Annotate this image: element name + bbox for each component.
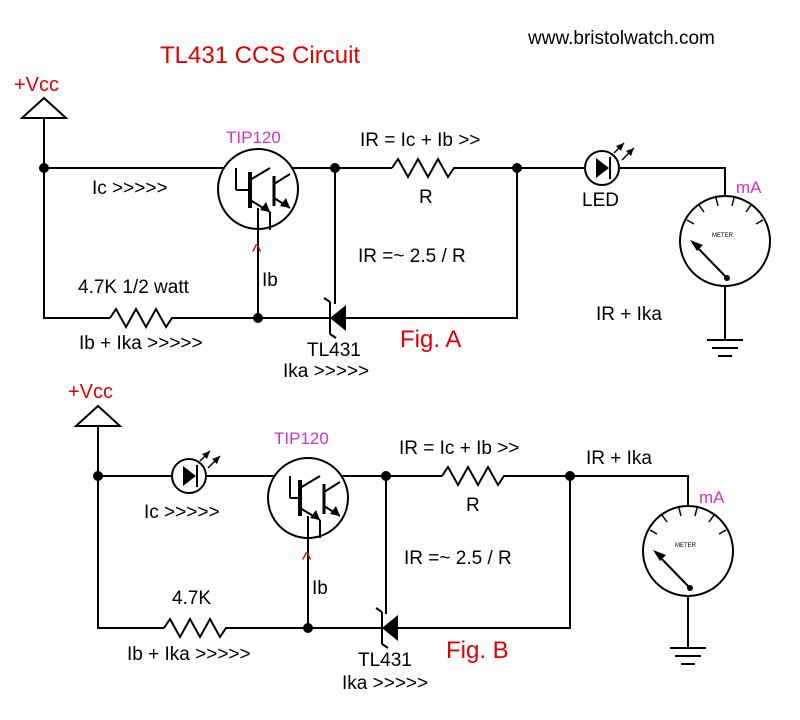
fig-a-sense-resistor: [391, 156, 460, 180]
fig-a-current-approx: IR =~ 2.5 / R: [358, 246, 466, 267]
fig-b-meter-face-label: METER: [675, 543, 697, 549]
fig-a-meter-face-label: METER: [712, 233, 734, 239]
fig-a-junction: [39, 163, 49, 173]
fig-b-vcc-symbol: [73, 404, 123, 427]
fig-b-ir-ika-label: IR + Ika: [586, 448, 652, 469]
fig-b-meter-unit: mA: [699, 488, 725, 507]
fig-b-circuit: +Vcc: [68, 381, 734, 694]
fig-b-milliammeter: [642, 505, 734, 597]
fig-a-base-resistor: [109, 306, 176, 330]
fig-a-base-resistor-label: 4.7K 1/2 watt: [78, 277, 190, 298]
fig-a-circuit: +Vcc: [14, 74, 771, 382]
fig-b-current-equation: IR = Ic + Ib >>: [399, 438, 519, 459]
fig-b-base-current: Ib: [312, 578, 328, 599]
fig-a-milliammeter: [679, 195, 771, 287]
fig-b-sense-resistor: [441, 464, 508, 488]
fig-b-ground-symbol: [670, 647, 706, 665]
fig-b-junction: [565, 471, 575, 481]
fig-a-tip120-transistor: [217, 148, 299, 230]
fig-b-base-current-arrow: ^: [302, 549, 312, 571]
diagram-title: TL431 CCS Circuit: [160, 42, 360, 69]
fig-a-base-current-arrow: ^: [252, 241, 262, 263]
fig-a-vcc-symbol: [19, 96, 69, 119]
fig-a-ground-symbol: [707, 339, 743, 357]
fig-b-tip120-transistor: [267, 457, 349, 539]
fig-a-ir-ika-label: IR + Ika: [596, 304, 662, 325]
fig-b-vcc-label: +Vcc: [68, 381, 113, 403]
fig-b-current-approx: IR =~ 2.5 / R: [404, 548, 512, 569]
fig-b-led: [171, 450, 221, 494]
fig-b-resistor-label: R: [466, 495, 480, 516]
fig-a-junction: [253, 313, 263, 323]
fig-a-resistor-label: R: [419, 187, 433, 208]
fig-a-current-equation: IR = Ic + Ib >>: [360, 130, 480, 151]
fig-a-figure-label: Fig. A: [400, 326, 461, 353]
website-url: www.bristolwatch.com: [527, 28, 715, 49]
fig-b-transistor-label: TIP120: [274, 429, 329, 448]
fig-b-tl431-label: TL431: [358, 650, 412, 671]
fig-a-ika-label: Ika >>>>>: [283, 361, 369, 382]
fig-b-collector-current: Ic >>>>>: [144, 502, 220, 523]
fig-a-tl431-regulator: [323, 297, 346, 339]
fig-a-transistor-label: TIP120: [226, 128, 281, 147]
fig-a-junction: [512, 163, 522, 173]
fig-b-tl431-regulator: [375, 607, 398, 649]
fig-b-ika-label: Ika >>>>>: [342, 673, 428, 694]
fig-a-ib-ika-label: Ib + Ika >>>>>: [79, 333, 203, 354]
fig-a-collector-current: Ic >>>>>: [92, 178, 168, 199]
fig-b-base-resistor-label: 4.7K: [172, 588, 211, 609]
fig-b-junction: [93, 471, 103, 481]
fig-b-junction: [381, 471, 391, 481]
fig-b-base-resistor: [163, 616, 230, 640]
fig-a-led-label: LED: [582, 190, 619, 211]
fig-a-led: [584, 142, 635, 186]
fig-b-figure-label: Fig. B: [446, 637, 509, 664]
fig-b-junction: [303, 623, 313, 633]
fig-a-vcc-label: +Vcc: [14, 74, 59, 96]
fig-a-junction: [330, 163, 340, 173]
fig-a-meter-unit: mA: [736, 178, 762, 197]
fig-a-base-current: Ib: [262, 270, 278, 291]
fig-b-ib-ika-label: Ib + Ika >>>>>: [127, 644, 251, 665]
fig-a-tl431-label: TL431: [307, 340, 361, 361]
